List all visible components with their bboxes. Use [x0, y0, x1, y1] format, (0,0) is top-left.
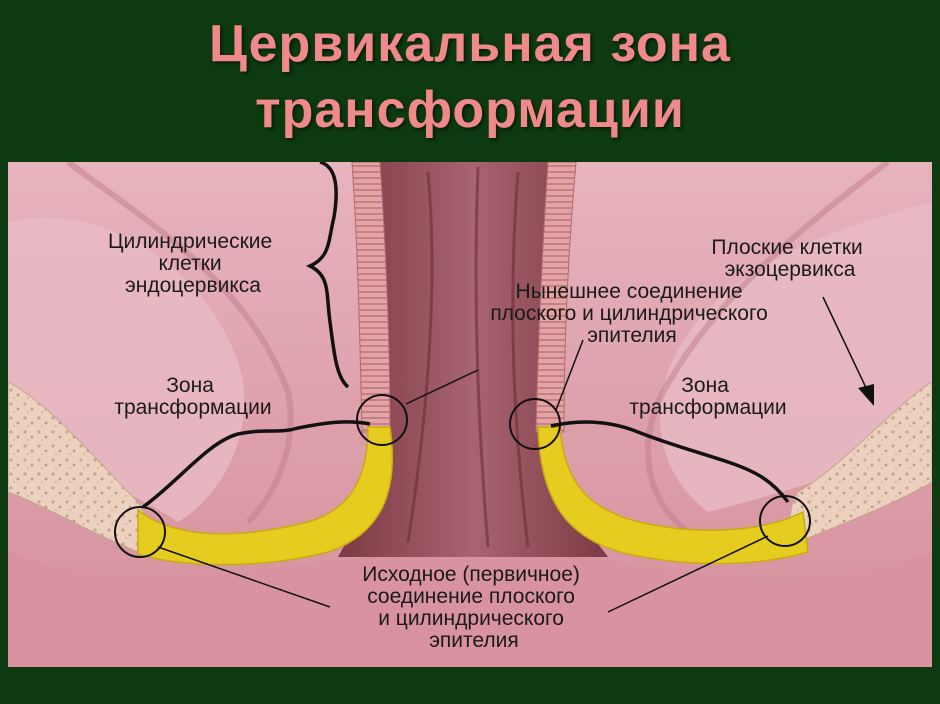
pointer-original-right: [607, 535, 769, 613]
pointer-exocervix: [822, 296, 869, 393]
tissue-fold-right-shadow: [645, 162, 890, 535]
label-original-junction-4: эпителия: [429, 629, 519, 652]
current-junction-circle-left: [356, 394, 408, 446]
original-junction-circle-right: [759, 495, 811, 547]
label-original-junction-1: Исходное (первичное): [362, 563, 580, 586]
transformation-zone-band-right: [537, 426, 809, 565]
label-original-junction: Исходное (первичное) соединение плоского…: [362, 563, 585, 652]
label-current-junction-3: эпителия: [587, 324, 677, 347]
pointer-current-left: [405, 369, 479, 405]
transformation-zone-band-left: [137, 426, 394, 566]
page-title-line-1: Цервикальная зона: [209, 15, 731, 73]
pointer-current-right: [555, 339, 584, 411]
columnar-epithelium-right: [535, 162, 577, 433]
zone-right-bracket: [550, 420, 790, 504]
label-original-junction-2: соединение плоского: [367, 585, 575, 608]
label-endocervix-1: Цилиндрические: [108, 230, 272, 253]
endocervix-bracket: [305, 162, 350, 389]
tissue-lower: [8, 552, 932, 667]
label-zone-right: Зона трансформации: [629, 374, 786, 419]
page-title-line-2: трансформации: [255, 81, 685, 139]
label-endocervix-2: клетки: [158, 252, 221, 275]
tissue-fold-right: [660, 202, 932, 512]
current-junction-circle-right: [509, 398, 561, 450]
label-exocervix: Плоские клетки экзоцервикса: [711, 236, 868, 281]
label-zone-right-1: Зона: [681, 374, 729, 397]
label-current-junction-2: плоского и цилиндрического: [490, 302, 768, 325]
zone-left-bracket: [141, 420, 371, 509]
label-zone-left-2: трансформации: [114, 396, 271, 419]
canal-fold-lines: [406, 166, 530, 548]
arrow-head-exocervix: [858, 384, 874, 406]
label-zone-left-1: Зона: [166, 374, 214, 397]
label-endocervix: Цилиндрические клетки эндоцервикса: [108, 230, 278, 297]
label-zone-left: Зона трансформации: [114, 374, 271, 419]
tissue-fold-left-shadow: [66, 162, 294, 525]
label-endocervix-3: эндоцервикса: [125, 274, 261, 297]
label-exocervix-2: экзоцервикса: [725, 258, 856, 281]
label-exocervix-1: Плоские клетки: [711, 236, 862, 259]
label-current-junction-1: Нынешнее соединение: [516, 280, 743, 303]
label-original-junction-3: и цилиндрического: [378, 607, 564, 630]
cervix-diagram: Цилиндрические клетки эндоцервикса Плоск…: [8, 162, 932, 667]
label-zone-right-2: трансформации: [629, 396, 786, 419]
label-current-junction: Нынешнее соединение плоского и цилиндрич…: [490, 280, 773, 347]
pointer-original-left: [157, 546, 331, 608]
original-junction-circle-left: [114, 506, 166, 558]
